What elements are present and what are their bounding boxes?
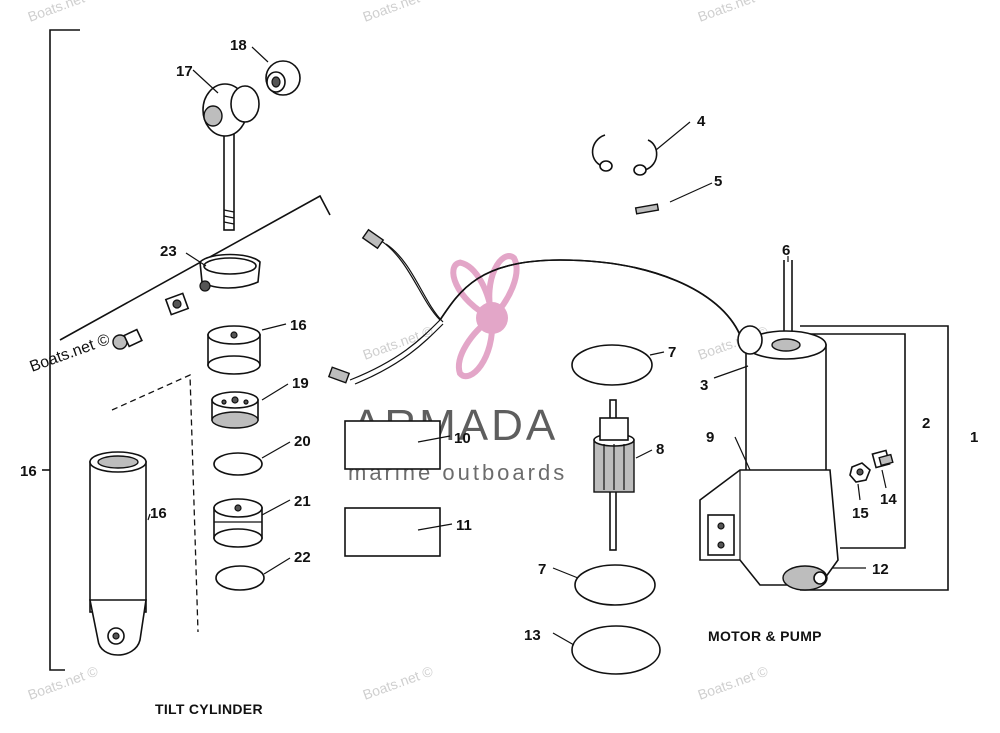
watermark-text: Boats.net © xyxy=(361,322,436,362)
leader-lines xyxy=(147,46,887,646)
part-7-o-ring-top xyxy=(571,344,653,386)
watermark-text: Boats.net © xyxy=(361,662,436,702)
part-16-cylinder-body xyxy=(89,451,147,656)
callout-4: 4 xyxy=(697,113,706,130)
callout-8: 8 xyxy=(656,441,664,458)
watermark-text: Boats.net © xyxy=(361,0,436,25)
part-7-o-ring-bottom xyxy=(574,564,656,606)
motor-pump-caption: MOTOR & PUMP xyxy=(708,628,822,644)
callout-22: 22 xyxy=(294,549,311,566)
callout-7: 7 xyxy=(668,344,676,361)
part-21-piston xyxy=(213,498,263,548)
callout-1: 1 xyxy=(970,429,978,446)
part-17-pivot-pin xyxy=(202,83,260,231)
part-13-o-ring xyxy=(571,625,661,675)
callout-23: 23 xyxy=(160,243,177,260)
part-11-decal xyxy=(344,507,441,557)
callout-20: 20 xyxy=(294,433,311,450)
callout-7-lower: 7 xyxy=(538,561,546,578)
callout-16-side: 16 xyxy=(20,463,37,480)
callout-10: 10 xyxy=(454,430,471,447)
callout-18: 18 xyxy=(230,37,247,54)
part-19-piston xyxy=(211,391,259,429)
part-18-bushing xyxy=(265,60,301,96)
watermark-text: Boats.net © xyxy=(26,0,101,25)
callout-11: 11 xyxy=(456,517,472,534)
motor-pump-assembly xyxy=(699,260,949,591)
watermark-text: Boats.net © xyxy=(696,662,771,702)
wiring-harness xyxy=(327,228,741,385)
callout-labels: 18 17 4 5 6 23 16 7 3 19 2 1 10 9 20 8 1… xyxy=(20,37,978,644)
part-10-decal xyxy=(344,420,441,470)
watermark-text-dark: Boats.net © xyxy=(28,331,113,376)
callout-2: 2 xyxy=(922,415,930,432)
part-8-armature xyxy=(593,399,635,551)
callout-3: 3 xyxy=(700,377,708,394)
part-20-o-ring xyxy=(213,452,263,476)
callout-13: 13 xyxy=(524,627,541,644)
callout-6: 6 xyxy=(782,242,790,259)
tilt-cylinder-caption: TILT CYLINDER xyxy=(155,701,263,717)
callout-5: 5 xyxy=(714,173,722,190)
callout-19: 19 xyxy=(292,375,309,392)
callout-16-body: 16 xyxy=(150,505,167,522)
part-5-pin xyxy=(634,203,660,215)
callout-17: 17 xyxy=(176,63,193,80)
part-4-clips xyxy=(591,134,658,176)
propeller-icon xyxy=(450,253,520,380)
watermark-text: Boats.net © xyxy=(696,0,771,25)
callout-15: 15 xyxy=(852,505,869,522)
callout-14: 14 xyxy=(880,491,897,508)
part-14-fitting xyxy=(871,449,894,469)
tilt-cylinder-assembly xyxy=(42,29,331,671)
part-16-cap xyxy=(207,325,261,375)
callout-9: 9 xyxy=(706,429,714,446)
callout-21: 21 xyxy=(294,493,311,510)
callout-16: 16 xyxy=(290,317,307,334)
watermark-text: Boats.net © xyxy=(26,662,101,702)
part-23-clamp xyxy=(112,253,261,350)
callout-12: 12 xyxy=(872,561,889,578)
part-22-o-ring xyxy=(215,565,265,591)
